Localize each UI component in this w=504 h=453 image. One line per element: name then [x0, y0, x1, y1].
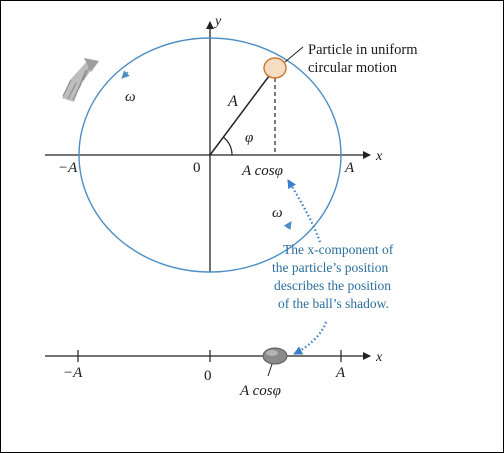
lower-left-tick-label: −A: [63, 365, 83, 381]
callout-line1: The x-component of: [283, 242, 394, 257]
omega-label-left: ω: [125, 89, 136, 105]
radius-line: [209, 67, 276, 156]
lower-origin-label: 0: [204, 368, 212, 384]
upper-right-tick-label: A: [344, 160, 355, 176]
shadow-ball-highlight: [266, 350, 278, 356]
particle-label-line2: circular motion: [308, 60, 398, 76]
shadow-ball-icon: [262, 347, 288, 365]
radius-label: A: [227, 93, 238, 110]
callout-line3: describes the position: [274, 278, 391, 293]
upper-left-tick-label: −A: [58, 160, 78, 176]
upper-origin-label: 0: [193, 160, 201, 176]
particle-leader-line: [284, 46, 304, 63]
dotted-arrow-to-projection: [287, 179, 322, 243]
upper-x-axis-label: x: [375, 149, 383, 164]
lower-x-axis-label: x: [375, 350, 383, 365]
reference-circle: [78, 37, 342, 273]
dotted-arrow-to-shadow: [293, 321, 328, 355]
omega-arrow-lower: [283, 221, 292, 231]
angle-label: φ: [245, 130, 253, 146]
particle-label-line1: Particle in uniform: [308, 42, 418, 58]
rotation-arrow-icon: [62, 58, 99, 102]
shadow-pointer-line: [267, 363, 273, 377]
angle-arc: [222, 136, 233, 156]
callout-line4: of the ball’s shadow.: [278, 296, 389, 311]
omega-arrow-upper: [121, 70, 130, 79]
upper-y-axis-label: y: [213, 14, 222, 29]
particle-dot-icon: [263, 57, 287, 79]
callout-line2: the particle’s position: [272, 260, 388, 275]
lower-projection-label: A cosφ: [239, 383, 281, 399]
lower-right-tick-label: A: [335, 365, 346, 381]
upper-projection-label: A cosφ: [241, 163, 283, 179]
omega-label-right: ω: [272, 205, 283, 221]
